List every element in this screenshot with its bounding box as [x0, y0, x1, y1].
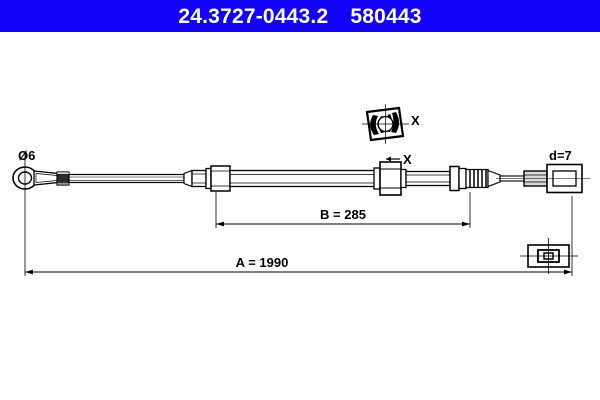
- clip-detail-text: X: [411, 113, 420, 128]
- end-fitting-detail: [520, 238, 578, 274]
- part-number-label: 24.3727-0443.2: [178, 4, 329, 28]
- cable-sheath-main: [229, 169, 379, 188]
- cable-sheath-left: [68, 173, 185, 184]
- spring-boot: [449, 165, 501, 192]
- technical-drawing: Ø6: [12, 104, 590, 276]
- header-bar: 24.3727-0443.2 580443: [0, 0, 600, 32]
- ferrule: [56, 171, 70, 186]
- retaining-clip: X: [362, 104, 420, 144]
- hex-nut: [373, 161, 407, 196]
- cable-sheath-right: [405, 170, 451, 187]
- dimension-a-text: A = 1990: [236, 255, 289, 270]
- eyelet-shank: [33, 170, 59, 186]
- nut-callout-text: X: [403, 152, 412, 167]
- nut-callout: X: [386, 152, 412, 167]
- left-diameter-text: Ø6: [18, 148, 35, 163]
- dimension-a: A = 1990: [24, 152, 573, 276]
- reference-number-label: 580443: [350, 4, 422, 28]
- right-diameter-label: d=7: [549, 148, 572, 163]
- dimension-b: B = 285: [215, 192, 471, 228]
- dimension-b-text: B = 285: [320, 207, 366, 222]
- right-diameter-text: d=7: [549, 148, 572, 163]
- mid-connector: [183, 165, 231, 192]
- left-diameter-label: Ø6: [18, 148, 35, 163]
